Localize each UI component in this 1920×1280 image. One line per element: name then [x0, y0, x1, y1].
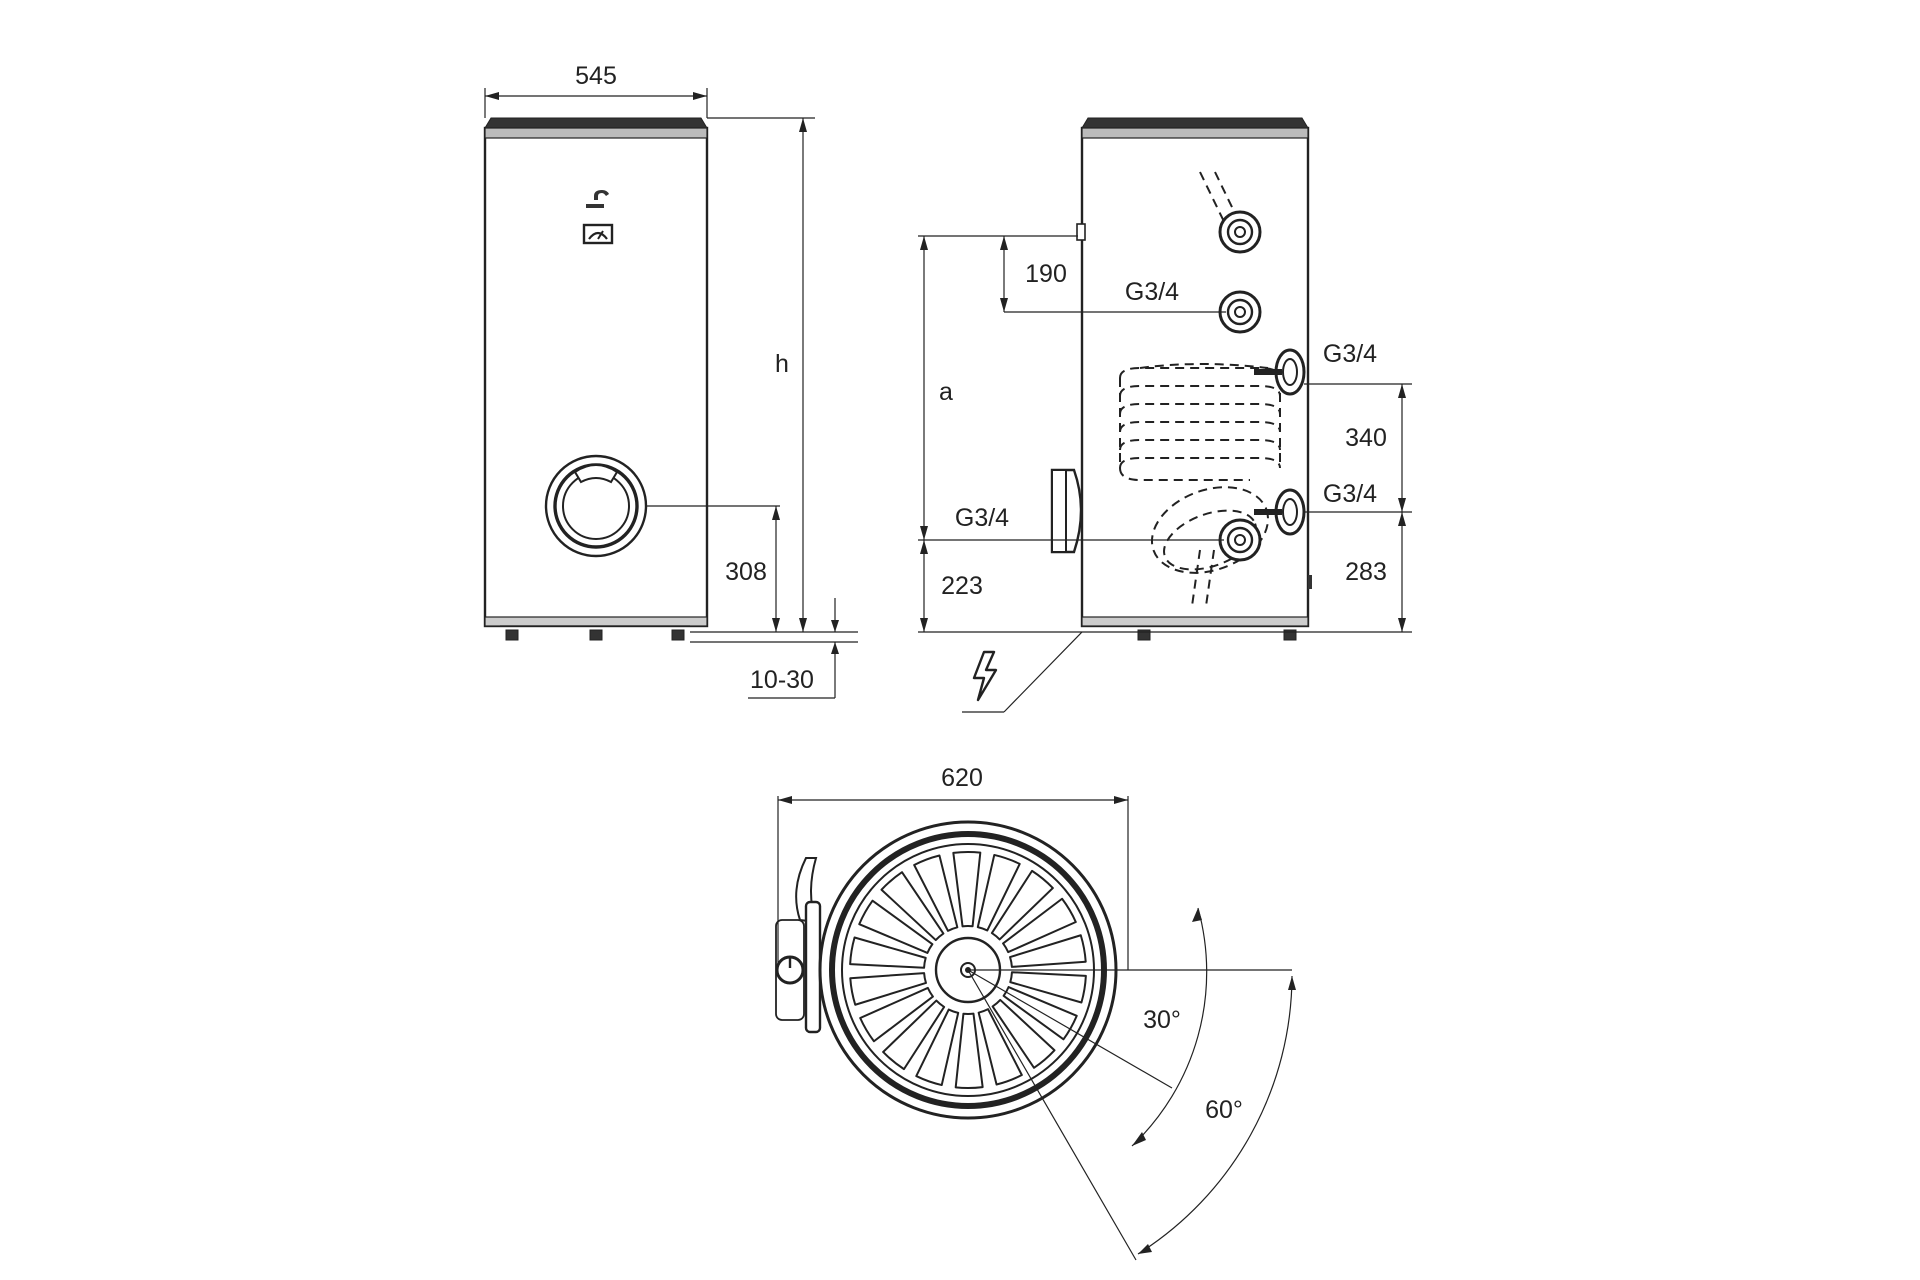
side-drain-plug — [1308, 575, 1312, 589]
label-conn-coil-bottom: G3/4 — [1323, 480, 1377, 508]
side-hot-outlet-pipe — [1199, 171, 1246, 235]
lid-rib — [1009, 971, 1087, 1004]
electric-hazard-icon — [972, 650, 998, 702]
side-view: a 190 G3/4 G3/4 340 G3/4 283 G3/4 223 — [918, 117, 1412, 713]
side-cold-inlet-pipe — [1191, 549, 1215, 607]
side-bottom-band — [1081, 616, 1309, 627]
lid-rib — [858, 899, 934, 954]
lid-rib — [849, 972, 927, 1006]
lid-rib — [1009, 934, 1087, 968]
side-tank-body — [1080, 126, 1310, 628]
side-connection-hot — [1218, 210, 1262, 254]
electric-leader — [1003, 631, 1083, 713]
angle-arc-60-arrow-top — [1288, 976, 1296, 990]
dim-283-arrows — [1398, 512, 1406, 632]
lid-rib — [882, 999, 946, 1071]
angle-arc-60-arrow-bottom — [1138, 1244, 1152, 1254]
lid-rib — [991, 998, 1056, 1069]
top-view: 620 30° 60° — [775, 764, 1296, 1261]
top-thermostat-cover — [775, 919, 805, 1021]
angle-arc-60 — [1137, 975, 1293, 1255]
dim-a-label: a — [939, 378, 953, 406]
front-foot-right — [671, 629, 685, 641]
label-conn-top: G3/4 — [1125, 278, 1179, 306]
front-top-rim — [484, 127, 708, 139]
dim-340-label: 340 — [1345, 424, 1387, 452]
side-foot-right — [1283, 629, 1297, 641]
side-connection-circulation — [1218, 290, 1262, 334]
side-top-rim — [1081, 127, 1309, 139]
dim-h-label: h — [775, 350, 789, 378]
side-foot-left — [1137, 629, 1151, 641]
side-thermostat-front — [1051, 469, 1067, 553]
angle-60-label: 60° — [1205, 1096, 1243, 1124]
front-top-cap — [484, 117, 708, 129]
dim-feet-label: 10-30 — [750, 666, 814, 694]
angle-arc-30-arrow-top — [1192, 908, 1202, 922]
dim-190-label: 190 — [1025, 260, 1067, 288]
angle-arc-30 — [1131, 907, 1208, 1147]
side-connection-coil-top — [1254, 348, 1306, 396]
front-foot-left — [505, 629, 519, 641]
side-top-cap — [1081, 117, 1309, 129]
lid-rib — [849, 936, 927, 969]
label-conn-cold: G3/4 — [955, 504, 1009, 532]
lid-rib — [859, 986, 934, 1043]
lid-rib — [977, 1008, 1023, 1086]
angle-30-label: 30° — [1143, 1006, 1181, 1034]
lid-rib — [952, 851, 982, 928]
lid-rib — [913, 854, 959, 932]
dim-308-label: 308 — [725, 558, 767, 586]
side-sensor-plug — [1076, 223, 1086, 241]
angle-ref-60 — [967, 969, 1137, 1261]
top-lid-ribs — [849, 851, 1087, 1089]
lid-rib — [1002, 897, 1077, 954]
lid-rib — [976, 853, 1021, 932]
dim-545-label: 545 — [575, 62, 617, 90]
dim-620-label: 620 — [941, 764, 983, 792]
front-flange-cover — [544, 454, 648, 558]
front-view: 545 h 308 10-30 — [483, 62, 858, 699]
label-conn-coil-top: G3/4 — [1323, 340, 1377, 368]
lid-rib — [1002, 986, 1078, 1041]
lid-rib — [915, 1008, 960, 1087]
lid-rib — [990, 869, 1054, 941]
dim-308-arrows — [772, 506, 780, 632]
lid-rib — [880, 871, 945, 942]
dim-feet-arrows — [831, 620, 839, 654]
front-bottom-band — [484, 616, 708, 627]
front-foot-middle — [589, 629, 603, 641]
angle-arc-30-arrow-bottom — [1132, 1132, 1146, 1146]
side-connection-cold — [1218, 518, 1262, 562]
dim-283-label: 283 — [1345, 558, 1387, 586]
thermometer-icon — [582, 223, 614, 245]
lid-rib — [954, 1012, 984, 1089]
top-thermostat-housing — [804, 900, 822, 1034]
dim-340-arrows — [1398, 384, 1406, 512]
tap-icon — [586, 190, 609, 208]
angle-ref-30 — [967, 969, 1173, 1089]
top-thermostat-knob — [775, 955, 805, 985]
dim-223-label: 223 — [941, 572, 983, 600]
